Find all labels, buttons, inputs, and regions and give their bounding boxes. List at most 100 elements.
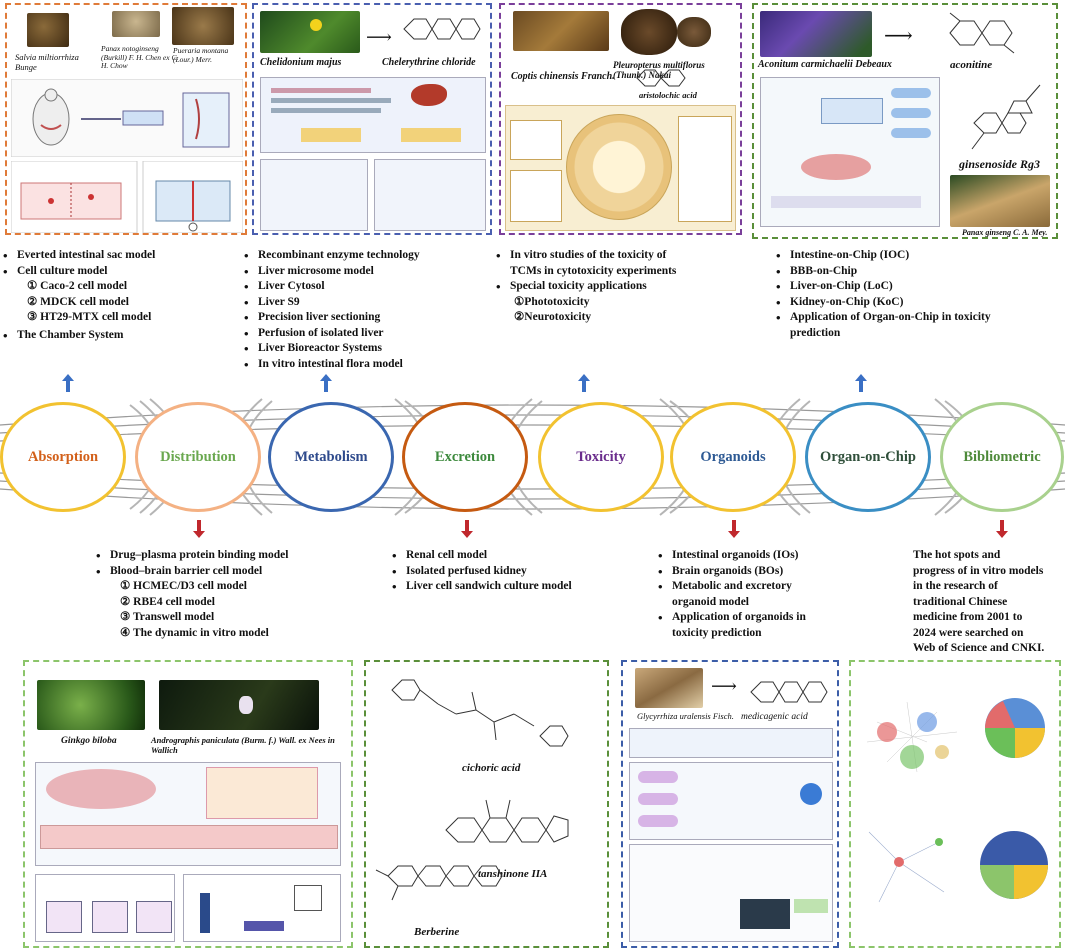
list-item: Kidney-on-Chip (KoC)	[776, 295, 1061, 311]
list-item: Liver S9	[244, 295, 494, 311]
excretion-figure-panel: cichoric acid tanshinone IIA Berberine	[364, 660, 609, 948]
organ-on-chip-models-list: Intestine-on-Chip (IOC) BBB-on-Chip Live…	[776, 248, 1061, 341]
list-item: Liver microsome model	[244, 264, 494, 280]
aristolochic-acid-structure	[636, 69, 686, 87]
stage-bibliometric: Bibliometric	[940, 402, 1064, 512]
distribution-models-list: Drug–plasma protein binding model Blood–…	[96, 548, 376, 641]
list-item: ④ The dynamic in vitro model	[120, 626, 269, 639]
list-item: Application of Organ-on-Chip in toxicity	[776, 310, 1061, 326]
list-item: Cell culture model	[3, 264, 243, 280]
salvia-root-image	[27, 13, 69, 47]
bbb-model-diagram	[35, 762, 341, 866]
ginsenoside-structure	[971, 84, 1041, 150]
stage-excretion: Excretion	[402, 402, 528, 512]
list-item: prediction	[790, 326, 841, 339]
right-arrow-icon: ⟶	[711, 676, 737, 696]
list-item: The Chamber System	[3, 328, 243, 344]
list-item: Intestine-on-Chip (IOC)	[776, 248, 1061, 264]
list-item: ① Caco-2 cell model	[27, 280, 128, 292]
chelidonium-photo	[260, 11, 360, 53]
coptis-photo	[513, 11, 609, 51]
list-item: Renal cell model	[392, 548, 632, 564]
list-item: ② RBE4 cell model	[120, 595, 215, 608]
down-arrow-icon	[461, 520, 473, 538]
cichoric-acid-structure	[391, 679, 569, 747]
down-arrow-icon	[996, 520, 1008, 538]
list-item: TCMs in cytotoxicity experiments	[510, 264, 677, 277]
stage-absorption: Absorption	[0, 402, 126, 512]
list-item: Liver Bioreactor Systems	[244, 341, 494, 357]
compound-name-cichoric-acid: cichoric acid	[462, 762, 521, 774]
yellow-flower-icon	[310, 19, 322, 31]
list-item: Intestinal organoids (IOs)	[658, 548, 908, 564]
list-item: Brain organoids (BOs)	[658, 564, 908, 580]
list-item: Drug–plasma protein binding model	[96, 548, 376, 564]
list-item: BBB-on-Chip	[776, 264, 1061, 280]
compound-name-chelerythrine: Chelerythrine chloride	[382, 57, 476, 68]
list-item: ③ Transwell model	[120, 611, 215, 623]
flower-icon	[239, 696, 253, 714]
compound-name-ginsenoside: ginsenoside Rg3	[959, 157, 1041, 171]
up-arrow-icon	[855, 374, 867, 392]
distribution-figure-panel: Ginkgo biloba Andrographis paniculata (B…	[23, 660, 353, 948]
compound-name-medicagenic: medicagenic acid	[741, 712, 808, 722]
list-item: Perfusion of isolated liver	[244, 326, 494, 342]
compound-name-berberine: Berberine	[414, 926, 460, 938]
keyword-network-c	[868, 831, 945, 903]
list-item: Liver-on-Chip (LoC)	[776, 279, 1061, 295]
organoids-figure-panel: ⟶ Glycyrrhiza uralensis Fisch. medicagen…	[621, 660, 839, 948]
herb-name-pueraria: Pueraria montana (Lour.) Merr.	[173, 46, 229, 64]
list-item: Everted intestinal sac model	[3, 248, 243, 264]
right-arrow-icon: ⟶	[366, 27, 392, 47]
list-item: ①Phototoxicity	[514, 295, 590, 308]
down-arrow-icon	[193, 520, 205, 538]
herb-name-notoginseng: Panax notoginseng (Burkill) F. H. Chen e…	[101, 44, 179, 71]
pleuropterus-photo	[621, 9, 677, 55]
pleuropterus-photo-2	[677, 17, 711, 47]
plant-name-chelidonium: Chelidonium majus	[260, 57, 342, 68]
liver-fraction-diagram	[260, 77, 486, 153]
up-arrow-icon	[62, 374, 74, 392]
organoids-models-list: Intestinal organoids (IOs) Brain organoi…	[658, 548, 908, 641]
up-arrow-icon	[320, 374, 332, 392]
tanshinone-structure	[445, 799, 569, 843]
stage-metabolism: Metabolism	[268, 402, 394, 512]
list-item: ②Neurotoxicity	[514, 311, 592, 323]
stage-toxicity: Toxicity	[538, 402, 664, 512]
stage-organoids: Organoids	[670, 402, 796, 512]
transwell-diagram	[35, 874, 175, 942]
list-item: toxicity prediction	[672, 626, 762, 639]
co-occurrence-network-a	[866, 701, 958, 773]
metabolism-models-list: Recombinant enzyme technology Liver micr…	[244, 248, 494, 372]
plant-name-ginseng: Panax ginseng C. A. Mey.	[962, 228, 1048, 237]
dynamic-bbb-diagram	[183, 874, 341, 942]
list-item: ② MDCK cell model	[27, 295, 129, 308]
list-item: organoid model	[672, 595, 749, 608]
absorption-figure-panel: Salvia miltiorrhiza Bunge Panax notogins…	[5, 3, 247, 235]
plant-name-aconitum: Aconitum carmichaelii Debeaux	[758, 59, 892, 70]
ussing-chamber-schematic	[11, 161, 243, 233]
list-item: Metabolic and excretory	[658, 579, 908, 595]
toxicity-models-list: In vitro studies of the toxicity of TCMs…	[496, 248, 756, 326]
list-item: Liver cell sandwich culture model	[392, 579, 632, 595]
list-item: Application of organoids in	[658, 610, 908, 626]
excretion-models-list: Renal cell model Isolated perfused kidne…	[392, 548, 632, 595]
glycyrrhiza-photo	[635, 668, 703, 708]
plant-name-ginkgo: Ginkgo biloba	[61, 736, 117, 746]
organoid-application-diagram	[629, 762, 833, 840]
bibliometric-description: The hot spots and progress of in vitro m…	[913, 549, 1045, 654]
organ-chip-schematics	[760, 77, 940, 227]
precision-slice-steps-diagram	[260, 159, 368, 231]
compound-name-tanshinone: tanshinone IIA	[478, 868, 548, 880]
absorption-models-list: Everted intestinal sac model Cell cultur…	[3, 248, 243, 343]
list-item: In vitro intestinal flora model	[244, 357, 494, 373]
stage-distribution: Distribution	[135, 402, 261, 512]
list-item: Recombinant enzyme technology	[244, 248, 494, 264]
compound-name-aconitine: aconitine	[950, 59, 993, 71]
ginseng-root-photo	[950, 175, 1050, 227]
plant-name-pleuropterus: Pleuropterus multiflorus (Thunb.) Nakai	[613, 60, 705, 81]
notoginseng-root-image	[112, 11, 160, 37]
toxicity-figure-panel: Pleuropterus multiflorus (Thunb.) Nakai …	[499, 3, 742, 235]
bibliometric-figure-panel	[849, 660, 1061, 948]
tcm-toxicity-mechanism-wheel	[505, 105, 736, 231]
